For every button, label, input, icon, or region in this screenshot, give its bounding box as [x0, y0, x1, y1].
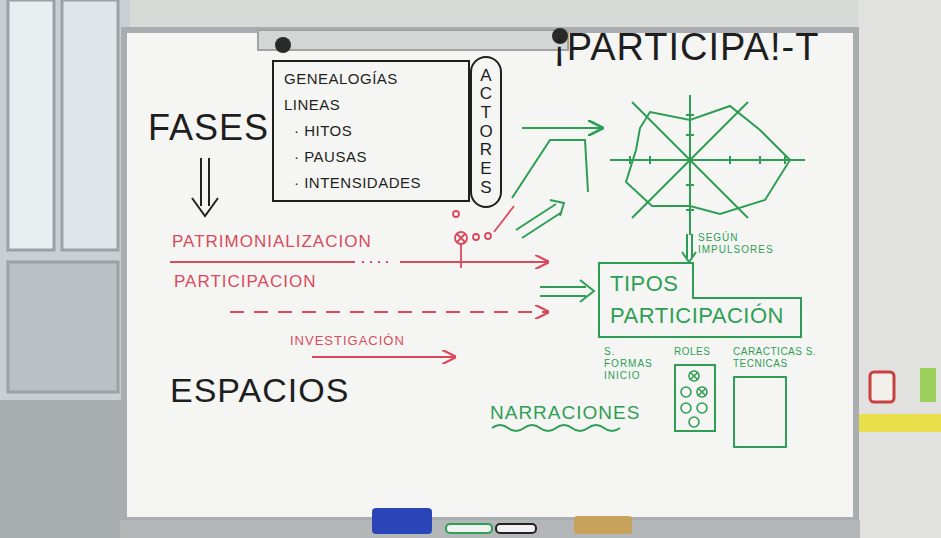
phase-lines	[170, 206, 548, 357]
board-label: NARRACIONES	[490, 402, 640, 425]
circle-mark	[697, 403, 707, 413]
circle-mark	[689, 371, 699, 381]
board-label: SEGÚN IMPULSORES	[698, 232, 772, 256]
vertical-label: ACTORES	[478, 67, 495, 198]
board-label: PARTICIPACION	[174, 272, 316, 292]
box-line: · INTENSIDADES	[284, 170, 421, 196]
board-label: ESPACIOS	[170, 370, 349, 411]
role-symbols	[676, 366, 714, 430]
box-outline	[733, 376, 787, 448]
box-line: · PAUSAS	[284, 144, 367, 170]
box-heading: ROLES	[674, 346, 716, 358]
circle-mark	[681, 403, 691, 413]
box-line: · HITOS	[284, 118, 352, 144]
board-title: ¡PARTICIPA!-T	[553, 26, 819, 69]
board-label: PATRIMONIALIZACION	[172, 232, 372, 252]
circle-mark	[697, 387, 707, 397]
box-line: GENEALOGÍAS	[284, 66, 398, 92]
board-label: S. FORMAS INICIO	[604, 346, 666, 382]
box-outline	[674, 364, 716, 432]
type-folder-box: TIPOS PARTICIPACIÓN	[598, 262, 802, 338]
circle-mark	[681, 387, 691, 397]
folder-outline-path	[599, 263, 801, 337]
box-line: LINEAS	[284, 92, 340, 118]
radar-chart	[610, 95, 805, 235]
board-label: INVESTIGACIÓN	[290, 333, 405, 349]
board-label: FASES	[148, 106, 269, 149]
cross-mark	[690, 372, 698, 380]
actor-oval: ACTORES	[470, 56, 502, 208]
topic-box: GENEALOGÍASLINEAS· HITOS· PAUSAS· INTENS…	[272, 60, 470, 202]
headed-box: CARACTICAS S. TECNICAS	[733, 346, 817, 448]
headed-box: ROLES	[674, 346, 716, 432]
box-heading: CARACTICAS S. TECNICAS	[733, 346, 817, 370]
circle-mark	[689, 417, 699, 427]
double-down-arrow	[192, 158, 218, 216]
type-heading: TIPOS PARTICIPACIÓN	[610, 268, 790, 332]
cross-mark	[698, 388, 706, 396]
whiteboard	[120, 28, 860, 538]
